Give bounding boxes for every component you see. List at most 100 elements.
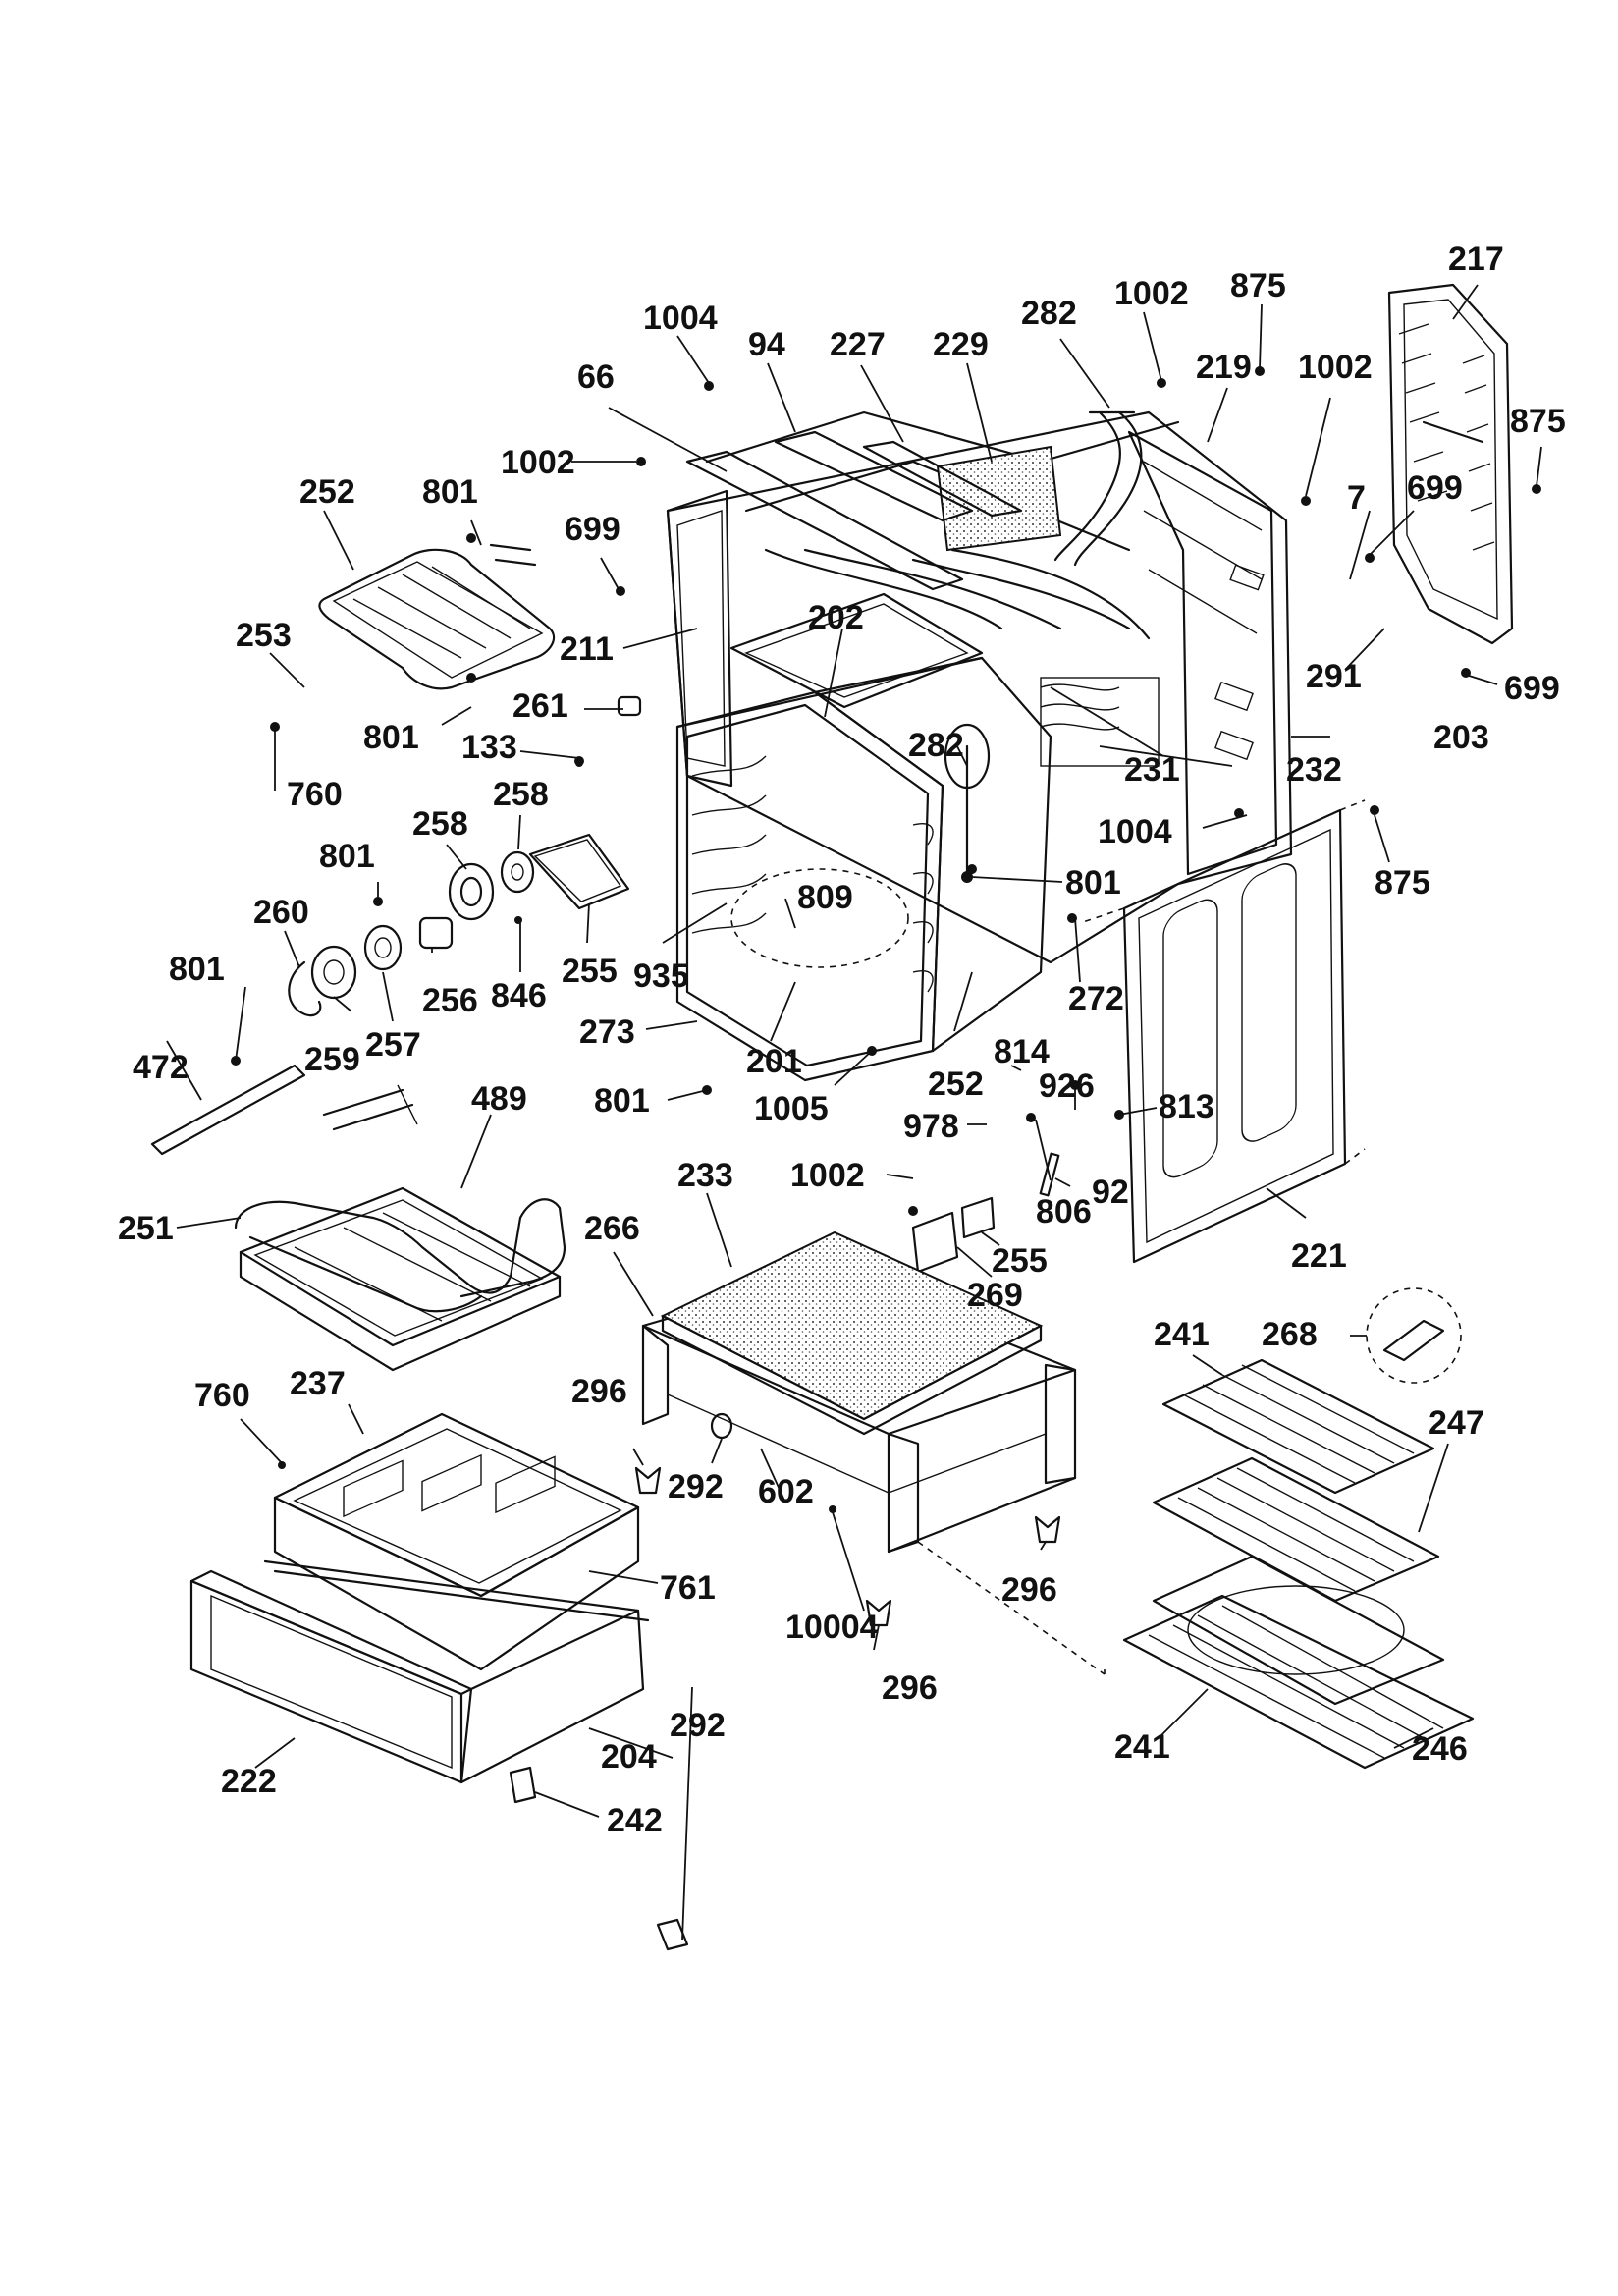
callout-292: 292 <box>670 1707 726 1744</box>
callout-219: 219 <box>1196 349 1252 386</box>
rear-cover-panel <box>1387 283 1514 645</box>
callout-1002: 1002 <box>1298 349 1373 386</box>
callout-814: 814 <box>994 1033 1050 1070</box>
callout-231: 231 <box>1124 751 1180 789</box>
callout-760: 760 <box>194 1377 250 1414</box>
callout-1004: 1004 <box>1098 813 1172 850</box>
oven-top-shield <box>729 592 984 709</box>
callout-269: 269 <box>967 1277 1023 1314</box>
callout-241: 241 <box>1114 1728 1170 1766</box>
callout-133: 133 <box>461 729 517 766</box>
storage-drawer-front <box>189 1559 650 1804</box>
callout-801: 801 <box>363 719 419 756</box>
callout-875: 875 <box>1375 864 1430 902</box>
callout-926: 926 <box>1039 1067 1095 1105</box>
callout-809: 809 <box>797 879 853 916</box>
callout-233: 233 <box>677 1157 733 1194</box>
oven-sensor <box>944 723 991 883</box>
callout-labels: 217 1004 94 227 229 282 1002 875 219 100… <box>118 241 1566 1839</box>
callout-282: 282 <box>908 727 964 764</box>
leveling-legs <box>634 1412 1061 1951</box>
callout-247: 247 <box>1429 1404 1484 1442</box>
callout-201: 201 <box>746 1043 802 1080</box>
callout-259: 259 <box>304 1041 360 1078</box>
callout-875: 875 <box>1230 267 1286 304</box>
callout-227: 227 <box>830 326 886 363</box>
callout-229: 229 <box>933 326 989 363</box>
callout-296: 296 <box>1001 1571 1057 1609</box>
leader-lines <box>166 284 1542 1941</box>
callout-935: 935 <box>633 957 689 995</box>
callout-241: 241 <box>1154 1316 1210 1353</box>
callout-268: 268 <box>1262 1316 1318 1353</box>
bake-shield-bar <box>150 1064 306 1156</box>
callout-699: 699 <box>1407 469 1463 507</box>
callout-296: 296 <box>571 1373 627 1410</box>
callout-66: 66 <box>577 358 615 396</box>
callout-291: 291 <box>1306 658 1362 695</box>
door-latch-assembly <box>911 1152 1060 1274</box>
callout-699: 699 <box>565 511 620 548</box>
cabinet-left-side <box>666 489 733 788</box>
callout-266: 266 <box>584 1210 640 1247</box>
callout-801: 801 <box>1065 864 1121 902</box>
callout-801: 801 <box>319 838 375 875</box>
rack-clip-inset <box>1366 1287 1462 1384</box>
callout-251: 251 <box>118 1210 174 1247</box>
callout-282: 282 <box>1021 295 1077 332</box>
callout-217: 217 <box>1448 241 1504 278</box>
callout-273: 273 <box>579 1013 635 1051</box>
callout-246: 246 <box>1412 1730 1468 1768</box>
callout-801: 801 <box>422 473 478 511</box>
callout-10004: 10004 <box>785 1609 879 1646</box>
callout-296: 296 <box>882 1669 938 1707</box>
callout-94: 94 <box>748 326 785 363</box>
oven-door <box>1079 799 1366 1264</box>
callout-978: 978 <box>903 1108 959 1145</box>
callout-258: 258 <box>493 776 549 813</box>
callout-761: 761 <box>660 1569 716 1607</box>
callout-806: 806 <box>1036 1193 1092 1230</box>
drawer-cover-plate <box>660 1230 1044 1436</box>
callout-255: 255 <box>562 953 618 990</box>
callout-760: 760 <box>287 776 343 813</box>
callout-813: 813 <box>1159 1088 1214 1125</box>
callout-253: 253 <box>236 617 292 654</box>
callout-211: 211 <box>560 630 614 668</box>
callout-242: 242 <box>607 1802 663 1839</box>
callout-472: 472 <box>133 1049 189 1086</box>
storage-drawer-pan <box>273 1412 640 1671</box>
callout-221: 221 <box>1291 1237 1347 1275</box>
callout-801: 801 <box>594 1082 650 1120</box>
broiler-pan-assembly <box>239 1186 562 1372</box>
callout-255: 255 <box>992 1242 1048 1280</box>
callout-489: 489 <box>471 1080 527 1118</box>
callout-875: 875 <box>1510 403 1566 440</box>
broil-element <box>318 543 556 690</box>
callout-92: 92 <box>1092 1174 1129 1211</box>
callout-202: 202 <box>808 599 864 636</box>
callout-257: 257 <box>365 1026 421 1064</box>
callout-222: 222 <box>221 1763 277 1800</box>
callout-261: 261 <box>512 687 568 725</box>
oven-liner-cavity <box>675 656 1052 1082</box>
callout-1002: 1002 <box>501 444 575 481</box>
callout-272: 272 <box>1068 980 1124 1017</box>
bake-element <box>234 1084 566 1313</box>
callout-7: 7 <box>1347 479 1366 517</box>
callout-699: 699 <box>1504 670 1560 707</box>
top-vent-ducts <box>705 410 1180 640</box>
callout-602: 602 <box>758 1473 814 1510</box>
callout-1005: 1005 <box>754 1090 829 1127</box>
oven-racks <box>1122 1358 1475 1770</box>
callout-260: 260 <box>253 894 309 931</box>
callout-237: 237 <box>290 1365 346 1402</box>
callout-258: 258 <box>412 805 468 843</box>
callout-252: 252 <box>928 1066 984 1103</box>
callout-232: 232 <box>1286 751 1342 789</box>
callout-252: 252 <box>299 473 355 511</box>
callout-846: 846 <box>491 977 547 1014</box>
callout-203: 203 <box>1433 719 1489 756</box>
callout-801: 801 <box>169 951 225 988</box>
